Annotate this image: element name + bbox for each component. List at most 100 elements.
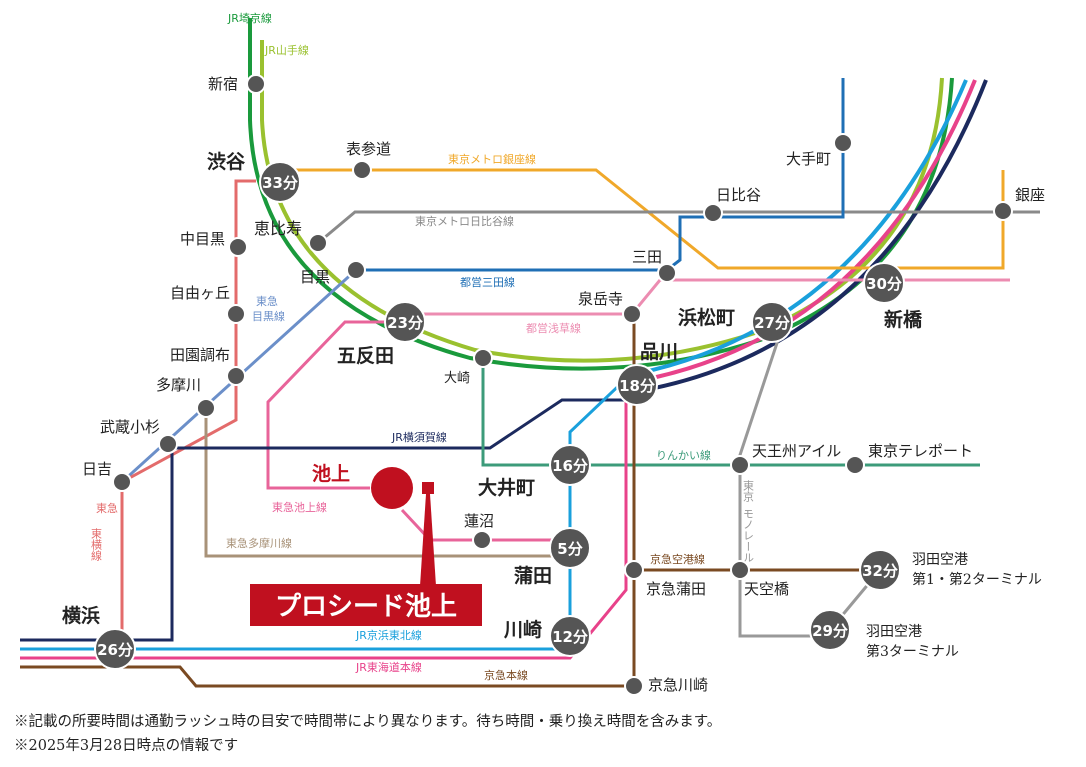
station-haneda3-1: 羽田空港 — [866, 624, 922, 640]
property-name: プロシード池上 — [275, 592, 457, 622]
station-shinjuku: 新宿 — [208, 75, 238, 93]
label-hibiya: 東京メトロ日比谷線 — [415, 214, 514, 228]
station-hamamatsucho: 浜松町 — [678, 306, 735, 329]
label-toyoko-2: 東横線 — [90, 528, 103, 561]
badge-kamata — [549, 527, 591, 569]
time-shimbashi: 30分 — [866, 275, 902, 293]
station-kamata: 蒲田 — [514, 564, 552, 587]
label-saikyo: JR埼京線 — [227, 11, 272, 25]
label-meguro-1: 東急 — [256, 294, 278, 308]
station-jiyugaoka: 自由ヶ丘 — [170, 284, 230, 302]
station-ebisu: 恵比寿 — [254, 219, 302, 238]
label-ikegami: 東急池上線 — [272, 500, 327, 514]
label-keikyu: 京急本線 — [484, 668, 528, 682]
label-yamanote: JR山手線 — [264, 43, 309, 57]
line-yokosuka-arc — [633, 79, 988, 394]
label-ginza: 東京メトロ銀座線 — [448, 152, 536, 166]
station-denenchofu: 田園調布 — [170, 346, 230, 364]
label-toyoko: 東急 — [96, 501, 118, 515]
label-asakusa: 都営浅草線 — [526, 321, 581, 335]
station-keikyukamata: 京急蒲田 — [646, 580, 706, 598]
time-shinagawa: 18分 — [619, 377, 655, 395]
dot-tamagawa — [196, 398, 216, 418]
line-asakusa — [405, 278, 1010, 316]
footnote-2: ※2025年3月28日時点の情報です — [14, 738, 239, 754]
time-yokohama: 26分 — [97, 641, 133, 659]
time-badges: 33分 23分 18分 27分 30分 16分 5分 12分 26分 32分 2… — [94, 161, 905, 670]
station-oimachi: 大井町 — [478, 476, 535, 499]
label-keikyuairport: 京急空港線 — [650, 552, 705, 566]
station-hasunuma: 蓮沼 — [464, 512, 494, 530]
dot-hibiya — [703, 203, 723, 223]
label-rinkai: りんかい線 — [656, 448, 711, 462]
time-oimachi: 16分 — [552, 457, 588, 475]
line-tamagawa — [204, 408, 570, 558]
badge-shinagawa — [616, 364, 658, 406]
property-marker — [422, 482, 434, 494]
badge-hamamatsucho — [751, 301, 793, 343]
line-toyoko — [120, 179, 256, 648]
badge-haneda3 — [809, 609, 851, 651]
station-musashikosugi: 武蔵小杉 — [100, 418, 160, 436]
dot-tenkubashi — [730, 560, 750, 580]
dot-hiyoshi — [112, 472, 132, 492]
footnotes: ※記載の所要時間は通勤ラッシュ時の目安で時間帯により異なります。待ち時間・乗り換… — [14, 710, 721, 758]
label-tamagawa: 東急多摩川線 — [226, 536, 292, 550]
line-rinkai — [481, 358, 980, 467]
dot-tennozu — [730, 455, 750, 475]
label-tokaido: JR東海道本線 — [355, 660, 422, 674]
label-monorail-1: 東京 — [742, 480, 755, 503]
station-sengakuji: 泉岳寺 — [578, 290, 623, 308]
station-mita: 三田 — [632, 248, 662, 266]
label-keihintohoku: JR京浜東北線 — [355, 628, 422, 642]
dot-musashikosugi — [158, 434, 178, 454]
badge-gotanda — [384, 301, 426, 343]
dot-shinjuku — [246, 74, 266, 94]
station-tenkubashi: 天空橋 — [744, 580, 789, 598]
label-yokosuka: JR横須賀線 — [391, 430, 447, 444]
station-shinagawa: 品川 — [640, 341, 678, 363]
station-otemachi: 大手町 — [786, 150, 831, 168]
route-map-diagram: JR埼京線 JR山手線 東京メトロ銀座線 東京メトロ日比谷線 都営三田線 都営浅… — [20, 11, 1045, 696]
label-meguro-2: 目黒線 — [252, 309, 285, 323]
station-tennozu: 天王州アイル — [752, 442, 841, 460]
line-yokosuka — [20, 398, 640, 642]
line-ginza — [280, 168, 1005, 270]
dot-otemachi — [833, 133, 853, 153]
dot-osaki — [473, 348, 493, 368]
time-haneda3: 29分 — [812, 622, 848, 640]
time-shibuya: 33分 — [262, 174, 298, 192]
station-keikyukawasaki: 京急川崎 — [648, 676, 708, 694]
line-tokaido — [20, 395, 628, 660]
station-haneda3-2: 第3ターミナル — [866, 643, 959, 660]
footnote-1: ※記載の所要時間は通勤ラッシュ時の目安で時間帯により異なります。待ち時間・乗り換… — [14, 714, 722, 730]
line-tokaido-arc — [631, 79, 977, 384]
line-hibiya — [317, 210, 1040, 245]
dot-keikyukawasaki — [624, 676, 644, 696]
line-yamanote — [260, 40, 944, 363]
station-kawasaki: 川崎 — [503, 618, 542, 641]
line-saikyo — [248, 18, 954, 371]
property-banner — [250, 584, 482, 626]
time-hamamatsucho: 27分 — [754, 314, 790, 332]
station-nakameguro: 中目黒 — [180, 230, 225, 248]
dot-sengakuji — [622, 304, 642, 324]
ikegami-marker — [371, 467, 413, 509]
station-ginza: 銀座 — [1015, 186, 1045, 204]
time-kawasaki: 12分 — [552, 628, 588, 646]
badge-shibuya — [259, 161, 301, 203]
badge-kawasaki — [549, 615, 591, 657]
dot-teleport — [845, 455, 865, 475]
station-omotesando: 表参道 — [346, 140, 391, 158]
time-kamata: 5分 — [557, 540, 582, 558]
station-yokohama: 横浜 — [62, 604, 100, 627]
station-haneda12-2: 第1・第2ターミナル — [912, 571, 1042, 588]
station-shibuya: 渋谷 — [207, 150, 246, 173]
station-haneda12-1: 羽田空港 — [912, 552, 968, 568]
dot-omotesando — [352, 160, 372, 180]
time-gotanda: 23分 — [387, 314, 423, 332]
dot-ginza — [993, 201, 1013, 221]
station-ikegami: 池上 — [312, 462, 350, 485]
label-mita: 都営三田線 — [460, 275, 515, 289]
